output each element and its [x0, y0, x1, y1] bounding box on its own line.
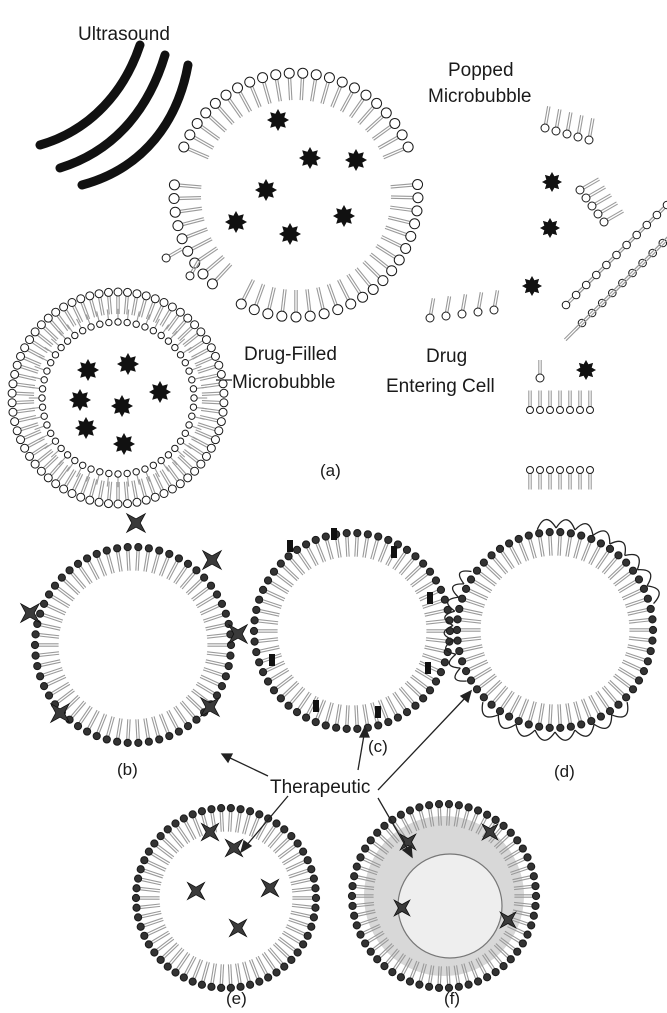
panel-b-label: (b): [117, 760, 138, 779]
panel-b: [21, 514, 247, 747]
cell-membrane: [426, 106, 667, 489]
panel-d: [444, 520, 659, 741]
drug-filled-label-line2: Microbubble: [232, 372, 336, 393]
panel-c: [250, 528, 453, 732]
panel-e: [132, 805, 319, 992]
therapeutic-label: Therapeutic: [270, 777, 370, 798]
ultrasound-label: Ultrasound: [78, 24, 170, 45]
drug-entering-label-line1: Drug: [426, 346, 467, 367]
panel-a-label: (a): [320, 461, 341, 480]
panel-c-label: (c): [368, 737, 388, 756]
drug-entering-label-line2: Entering Cell: [386, 376, 495, 397]
panel-f: [348, 801, 539, 992]
drug-filled-label-line1: Drug-Filled: [244, 344, 337, 365]
released-drug-particles: [225, 109, 367, 245]
popped-label-line2: Microbubble: [428, 86, 532, 107]
panel-f-label: (f): [444, 989, 460, 1008]
panel-e-label: (e): [226, 989, 247, 1008]
panel-d-label: (d): [554, 762, 575, 781]
drug-particles-entering-cell: [522, 172, 596, 380]
panel-a: Ultrasound Popped Microbubble Drug-Fille…: [8, 24, 667, 508]
drug-filled-microbubble: [8, 288, 228, 508]
ultrasound-waves-icon: [40, 45, 188, 185]
bursting-microbubble: [162, 68, 423, 322]
popped-label-line1: Popped: [448, 60, 514, 81]
